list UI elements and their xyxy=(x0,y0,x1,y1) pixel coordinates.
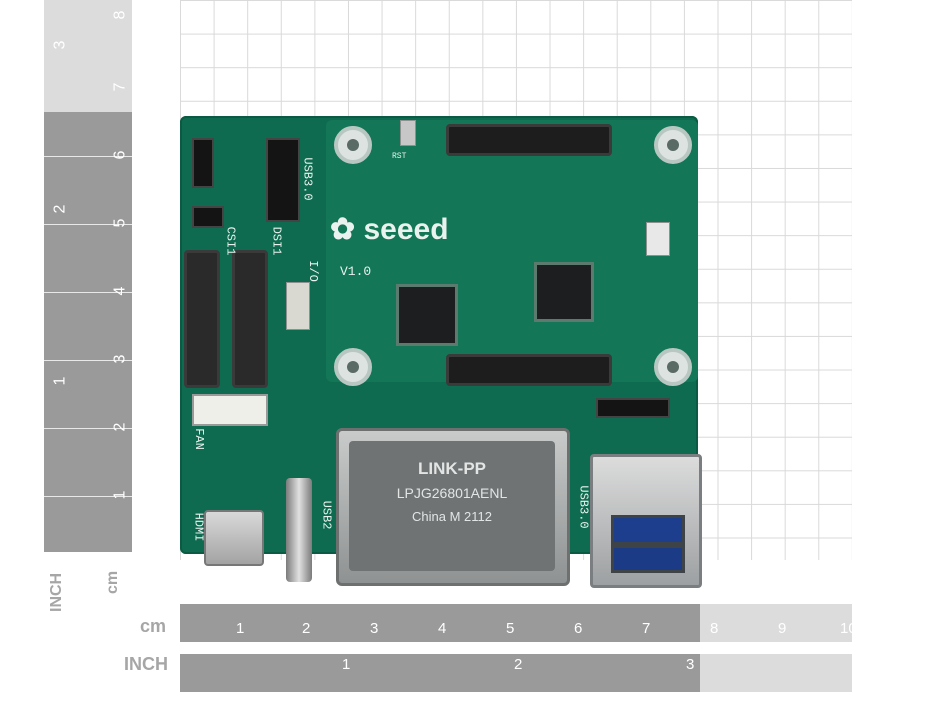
qr-label xyxy=(646,222,670,256)
pin-header xyxy=(192,206,224,228)
pin-header xyxy=(192,138,214,188)
controller-chip xyxy=(534,262,594,322)
ruler-cm-number: 4 xyxy=(111,286,129,296)
vertical-ruler-light-section xyxy=(44,0,132,112)
ruler-cm-number: 6 xyxy=(574,620,583,637)
usb3-port[interactable] xyxy=(590,454,702,588)
vertical-cm-label: cm xyxy=(104,570,121,594)
module-connector-bottom xyxy=(446,354,612,386)
io-connector xyxy=(286,282,310,330)
ruler-inch-number: 3 xyxy=(51,40,69,50)
ruler-inch-number: 1 xyxy=(342,656,351,673)
ruler-inch-number: 2 xyxy=(51,204,69,214)
horizontal-cm-ruler: 1 2 3 4 5 6 7 8 9 10 xyxy=(180,604,857,642)
ruler-inch-number: 1 xyxy=(51,376,69,386)
ruler-tick xyxy=(44,292,132,293)
vertical-ruler xyxy=(44,112,132,552)
ruler-inch-number: 3 xyxy=(686,656,695,673)
ruler-cm-number: 5 xyxy=(111,218,129,228)
label-rst: RST xyxy=(392,152,407,161)
ruler-cm-number: 1 xyxy=(236,620,245,637)
usb3-port-lower[interactable] xyxy=(611,545,685,573)
label-dsi: DSI1 xyxy=(269,226,284,256)
ethernet-brand: LINK-PP xyxy=(418,459,486,478)
label-io: I/O xyxy=(305,260,320,282)
ruler-cm-number: 3 xyxy=(370,620,379,637)
seeed-logo: ✿ seeed xyxy=(330,213,449,246)
ethernet-jack-face: LINK-PP LPJG26801AENL China M 2112 xyxy=(349,441,555,571)
mounting-hole xyxy=(654,126,692,164)
ruler-tick xyxy=(44,496,132,497)
ethernet-jack[interactable]: LINK-PP LPJG26801AENL China M 2112 xyxy=(336,428,570,586)
label-usb2: USB2 xyxy=(319,500,334,530)
mounting-hole xyxy=(654,348,692,386)
board-version: V1.0 xyxy=(340,264,372,279)
ruler-cm-number: 8 xyxy=(710,620,719,637)
hdmi-port[interactable] xyxy=(204,510,264,566)
usb2-port[interactable] xyxy=(286,478,312,582)
ruler-cm-number: 10 xyxy=(840,620,857,637)
module-area xyxy=(326,120,698,382)
ruler-cm-number: 2 xyxy=(111,422,129,432)
module-connector-top xyxy=(446,124,612,156)
ruler-cm-number: 5 xyxy=(506,620,515,637)
ruler-cm-number: 2 xyxy=(302,620,311,637)
dsi-connector xyxy=(232,250,268,388)
ethernet-origin: China M 2112 xyxy=(412,509,492,524)
label-fan: FAN xyxy=(191,428,206,450)
ruler-cm-number: 6 xyxy=(111,150,129,160)
ruler-cm-number: 4 xyxy=(438,620,447,637)
usb3-port-upper[interactable] xyxy=(611,515,685,545)
horizontal-cm-label: cm xyxy=(140,616,167,636)
ruler-cm-number: 7 xyxy=(111,82,129,92)
ruler-light-section xyxy=(700,604,852,642)
label-usb3-bottom: USB3.0 xyxy=(576,485,591,529)
ruler-tick xyxy=(44,360,132,361)
vertical-inch-label: INCH xyxy=(48,572,65,612)
fan-connector xyxy=(192,394,268,426)
ruler-light-section xyxy=(700,654,852,692)
horizontal-inch-label: INCH xyxy=(124,654,168,674)
ruler-cm-number: 9 xyxy=(778,620,787,637)
ruler-cm-number: 1 xyxy=(111,490,129,500)
brand-text: seeed xyxy=(363,213,449,246)
label-csi: CSI1 xyxy=(223,226,238,256)
reset-button[interactable] xyxy=(400,120,416,146)
ruler-cm-number: 3 xyxy=(111,354,129,364)
ruler-inch-number: 2 xyxy=(514,656,523,673)
mounting-hole xyxy=(334,348,372,386)
ethernet-model: LPJG26801AENL xyxy=(396,485,508,501)
ruler-tick xyxy=(44,224,132,225)
horizontal-inch-ruler: 1 2 3 xyxy=(180,654,852,692)
led-array xyxy=(596,398,670,418)
pin-header-usb xyxy=(266,138,300,222)
ruler-tick xyxy=(44,156,132,157)
csi-connector xyxy=(184,250,220,388)
ruler-tick xyxy=(44,428,132,429)
mounting-hole xyxy=(334,126,372,164)
label-usb3-top: USB3.0 xyxy=(300,157,315,201)
vertical-ruler-numbers: 2 1 3 8 7 6 5 4 3 2 1 xyxy=(44,0,132,552)
ruler-cm-number: 7 xyxy=(642,620,651,637)
ruler-cm-number: 8 xyxy=(111,10,129,20)
processor-chip xyxy=(396,284,458,346)
